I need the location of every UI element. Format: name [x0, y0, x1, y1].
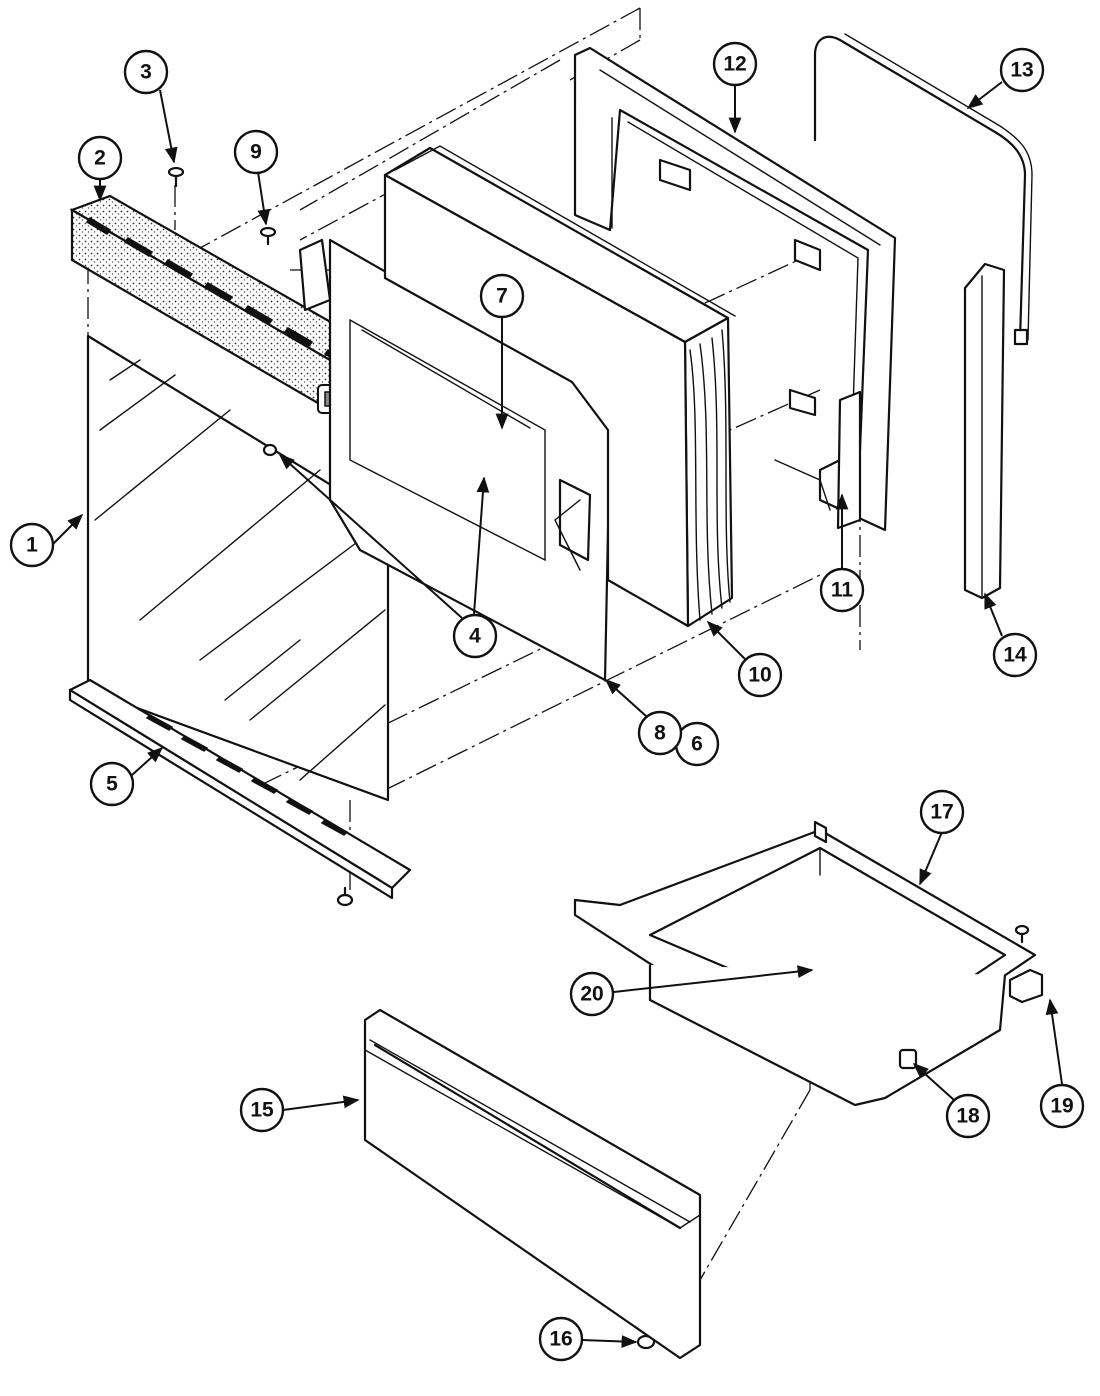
svg-text:6: 6 — [691, 733, 703, 756]
svg-text:12: 12 — [723, 53, 746, 76]
svg-text:13: 13 — [1010, 59, 1033, 82]
svg-text:14: 14 — [1003, 644, 1027, 667]
bottom-door-trim — [68, 678, 412, 900]
callout-18: 18 — [912, 1062, 991, 1139]
trim-strip — [963, 262, 1006, 600]
svg-text:1: 1 — [26, 534, 38, 557]
svg-text:10: 10 — [748, 664, 771, 687]
callout-3: 3 — [123, 49, 178, 164]
callout-7: 7 — [479, 273, 525, 430]
callout-20: 20 — [569, 965, 814, 1017]
callout-16: 16 — [538, 1316, 638, 1362]
svg-text:2: 2 — [94, 147, 106, 170]
callout-4: 4 — [278, 453, 498, 659]
door-gasket — [813, 33, 1033, 346]
svg-text:5: 5 — [106, 773, 118, 796]
svg-text:16: 16 — [549, 1328, 572, 1351]
svg-text:7: 7 — [496, 285, 508, 308]
callout-15: 15 — [239, 1087, 360, 1133]
callout-17: 17 — [919, 789, 965, 886]
callout-5: 5 — [89, 746, 164, 807]
callout-2: 2 — [77, 135, 123, 202]
svg-text:3: 3 — [140, 61, 152, 84]
door-glass-panel — [86, 334, 390, 802]
svg-text:15: 15 — [250, 1099, 274, 1122]
svg-text:8: 8 — [654, 722, 666, 745]
svg-text:20: 20 — [580, 983, 603, 1006]
door-frame — [573, 46, 897, 532]
callout-10: 10 — [706, 620, 783, 698]
callout-9: 9 — [233, 129, 279, 226]
storage-drawer-body — [573, 820, 1037, 1107]
svg-text:17: 17 — [930, 801, 953, 824]
callout-14: 14 — [984, 592, 1038, 678]
svg-text:19: 19 — [1050, 1095, 1073, 1118]
callout-1: 1 — [9, 513, 84, 568]
svg-text:11: 11 — [831, 579, 854, 602]
callout-12: 12 — [712, 41, 758, 134]
svg-text:18: 18 — [956, 1105, 980, 1128]
insulation-pad — [383, 145, 736, 628]
callout-13: 13 — [966, 47, 1045, 109]
svg-text:4: 4 — [469, 625, 481, 648]
callout-6: 6 — [674, 721, 720, 767]
drawer-glide-and-stop — [898, 968, 1044, 1070]
callout-19: 19 — [1039, 998, 1085, 1129]
drawer-front-panel — [363, 1008, 702, 1360]
hinge-bracket — [774, 390, 862, 530]
callout-8: 8 — [604, 678, 683, 756]
svg-text:9: 9 — [250, 141, 262, 164]
callout-11: 11 — [819, 493, 865, 613]
